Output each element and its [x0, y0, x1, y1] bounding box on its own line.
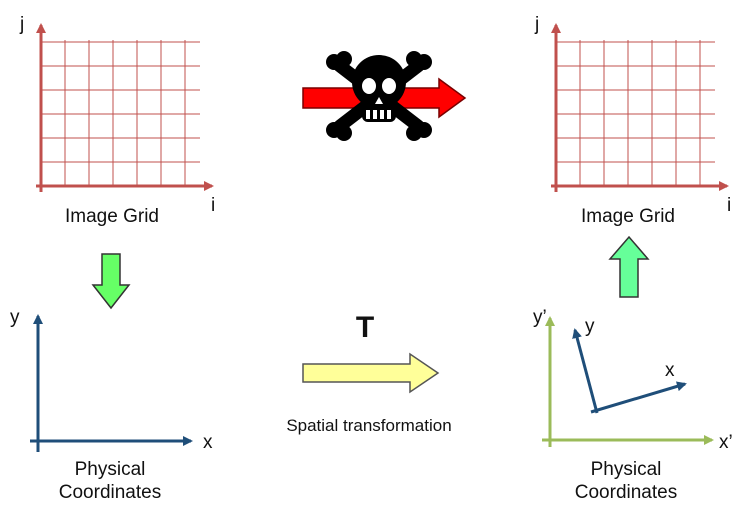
left-grid-lines: [41, 40, 200, 186]
right-grid-lines: [556, 40, 715, 186]
right-physical-y-prime-label: y’: [533, 307, 547, 328]
right-physical-inner-x-label: x: [665, 360, 675, 381]
left-grid-caption: Image Grid: [65, 206, 159, 227]
right-physical-x-prime-label: x’: [719, 432, 733, 453]
arrow-down-icon: [91, 253, 131, 310]
left-grid-j-label: j: [19, 14, 24, 35]
left-image-grid: j i Image Grid: [19, 14, 215, 227]
right-image-grid: j i Image Grid: [534, 14, 731, 227]
left-physical-caption-line2: Coordinates: [59, 482, 161, 503]
right-physical-inner-y-axis: [572, 328, 599, 414]
arrow-up-icon: [608, 235, 650, 298]
forbidden-direct-mapping: [302, 51, 467, 141]
left-physical-y-label: y: [10, 307, 20, 328]
right-physical-inner-y-label: y: [585, 316, 595, 337]
left-physical-x-label: x: [203, 432, 213, 453]
right-grid-caption: Image Grid: [581, 206, 675, 227]
left-physical-caption-line1: Physical: [75, 459, 146, 480]
arrow-right-icon: [302, 352, 440, 394]
right-physical-caption-line2: Coordinates: [575, 482, 677, 503]
left-physical-coordinates: y x Physical Coordinates: [10, 307, 213, 503]
transform-caption: Spatial transformation: [286, 416, 451, 435]
right-physical-caption-line1: Physical: [591, 459, 662, 480]
right-grid-i-label: i: [727, 195, 731, 216]
right-physical-inner-x-axis: [590, 381, 687, 414]
skull-crossbones-icon: [326, 51, 432, 141]
right-physical-coordinates: y’ x’ y x Physical Coordinates: [533, 307, 733, 503]
right-grid-j-label: j: [534, 14, 539, 35]
spatial-transformation: T Spatial transformation: [286, 311, 451, 435]
transform-symbol: T: [356, 311, 374, 344]
left-grid-i-label: i: [211, 195, 215, 216]
